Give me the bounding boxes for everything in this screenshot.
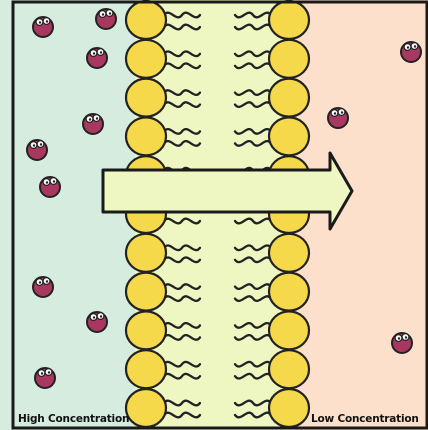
low-concentration-region xyxy=(290,0,428,430)
lipid-head xyxy=(126,79,166,117)
high-concentration-region xyxy=(0,0,135,430)
molecule xyxy=(392,333,412,353)
lipid-head xyxy=(269,273,309,311)
low-concentration-label: Low Concentration xyxy=(311,413,419,425)
lipid-head xyxy=(269,350,309,388)
lipid-head xyxy=(269,389,309,427)
lipid-head xyxy=(126,389,166,427)
molecule xyxy=(328,108,348,128)
lipid-head xyxy=(269,40,309,78)
lipid-head xyxy=(269,311,309,349)
lipid-head xyxy=(126,234,166,272)
molecule xyxy=(35,368,55,388)
molecule xyxy=(401,42,421,62)
lipid-head xyxy=(126,273,166,311)
molecule xyxy=(87,312,107,332)
lipid-head xyxy=(126,117,166,155)
molecule xyxy=(87,48,107,68)
lipid-head xyxy=(269,117,309,155)
molecule xyxy=(27,140,47,160)
lipid-head xyxy=(269,1,309,39)
high-concentration-label: High Concentration xyxy=(18,413,129,425)
lipid-head xyxy=(126,350,166,388)
lipid-head xyxy=(126,40,166,78)
molecule xyxy=(83,114,103,134)
molecule xyxy=(33,17,53,37)
lipid-head xyxy=(126,1,166,39)
lipid-head xyxy=(126,311,166,349)
lipid-head xyxy=(269,234,309,272)
lipid-head xyxy=(269,79,309,117)
molecule xyxy=(96,9,116,29)
molecule xyxy=(40,177,60,197)
molecule xyxy=(33,277,53,297)
